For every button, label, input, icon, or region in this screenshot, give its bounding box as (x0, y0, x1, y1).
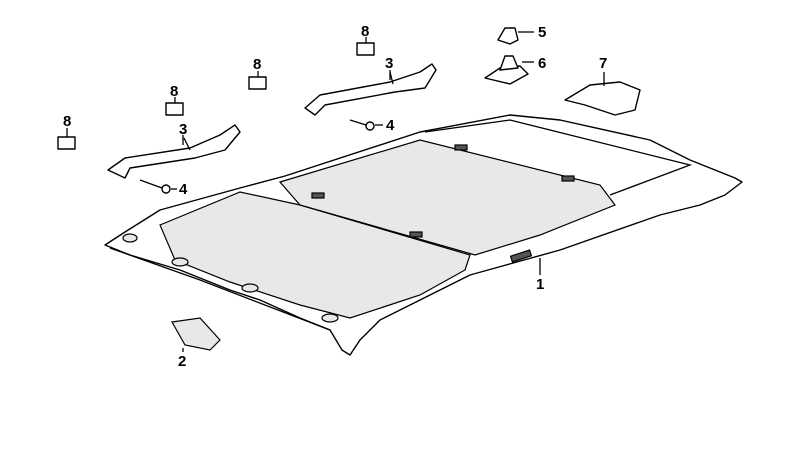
callout-8-a: 8 (63, 113, 71, 130)
callout-4-left: 4 (179, 181, 188, 198)
callout-3-right: 3 (385, 55, 393, 72)
callout-7: 7 (599, 55, 607, 72)
callout-8-b: 8 (170, 83, 178, 100)
holder (484, 55, 534, 85)
headliner (104, 114, 743, 356)
callout-8-d: 8 (361, 23, 369, 40)
grab-handle-left (107, 124, 241, 179)
callout-5: 5 (538, 24, 546, 41)
callout-4-right: 4 (386, 117, 395, 134)
cover (171, 317, 221, 352)
callout-6: 6 (538, 55, 546, 72)
bracket (564, 72, 641, 116)
callout-1: 1 (536, 276, 544, 293)
grab-handle-right (304, 63, 437, 116)
callout-8-c: 8 (253, 56, 261, 73)
clip (497, 27, 534, 45)
callout-2: 2 (178, 353, 186, 370)
screw-left (139, 179, 177, 194)
callout-3-left: 3 (179, 121, 187, 138)
caps (57, 37, 375, 150)
screw-right (349, 119, 383, 131)
